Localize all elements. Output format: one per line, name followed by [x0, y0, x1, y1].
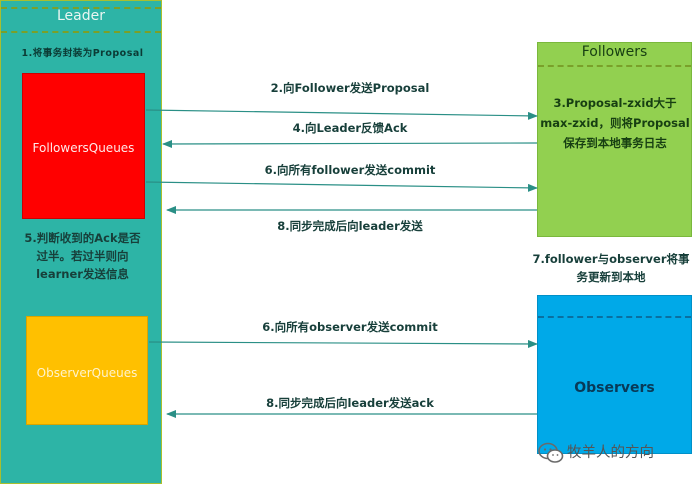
- followers-box: [537, 42, 692, 237]
- arrow-2-proposal: [145, 109, 538, 120]
- observers-title-divider: [538, 316, 691, 318]
- observer-queues-box: [26, 316, 148, 425]
- leader-title-divider: [1, 31, 161, 33]
- step1-text: 1.将事务封装为Proposal: [21, 48, 144, 59]
- message-4: 4.向Leader反馈Ack: [292, 121, 408, 135]
- followers-title: Followers: [581, 44, 648, 60]
- message-8-follower: 8.同步完成后向leader发送: [277, 219, 423, 233]
- message-2: 2.向Follower发送Proposal: [270, 81, 430, 95]
- leader-top-divider: [1, 7, 161, 9]
- followers-queues-box: [22, 73, 145, 219]
- leader-title: Leader: [56, 8, 105, 24]
- followers-title-divider: [538, 65, 691, 67]
- followers-queues-label: FollowersQueues: [32, 141, 135, 155]
- step7-text: 7.follower与observer将事务更新到本地: [532, 252, 690, 284]
- observers-box: [537, 295, 692, 454]
- arrow-4-ack: [162, 139, 538, 148]
- step3-text: 3.Proposal-zxid大于max-zxid，则将Proposal保存到本…: [540, 96, 690, 150]
- watermark-text: 牧羊人的方向: [567, 445, 654, 461]
- message-6-observer: 6.向所有observer发送commit: [262, 320, 438, 334]
- wechat-icon: [538, 442, 564, 463]
- step5-text: 5.判断收到的Ack是否过半。若过半则向learner发送信息: [24, 231, 141, 281]
- arrow-6-commit-observer: [148, 339, 538, 348]
- observer-queues-label: ObserverQueues: [36, 366, 138, 380]
- observers-title: Observers: [574, 380, 655, 396]
- message-8-observer: 8.同步完成后向leader发送ack: [266, 396, 434, 410]
- message-6-follower: 6.向所有follower发送commit: [264, 163, 436, 177]
- arrow-6-commit-follower: [145, 181, 538, 192]
